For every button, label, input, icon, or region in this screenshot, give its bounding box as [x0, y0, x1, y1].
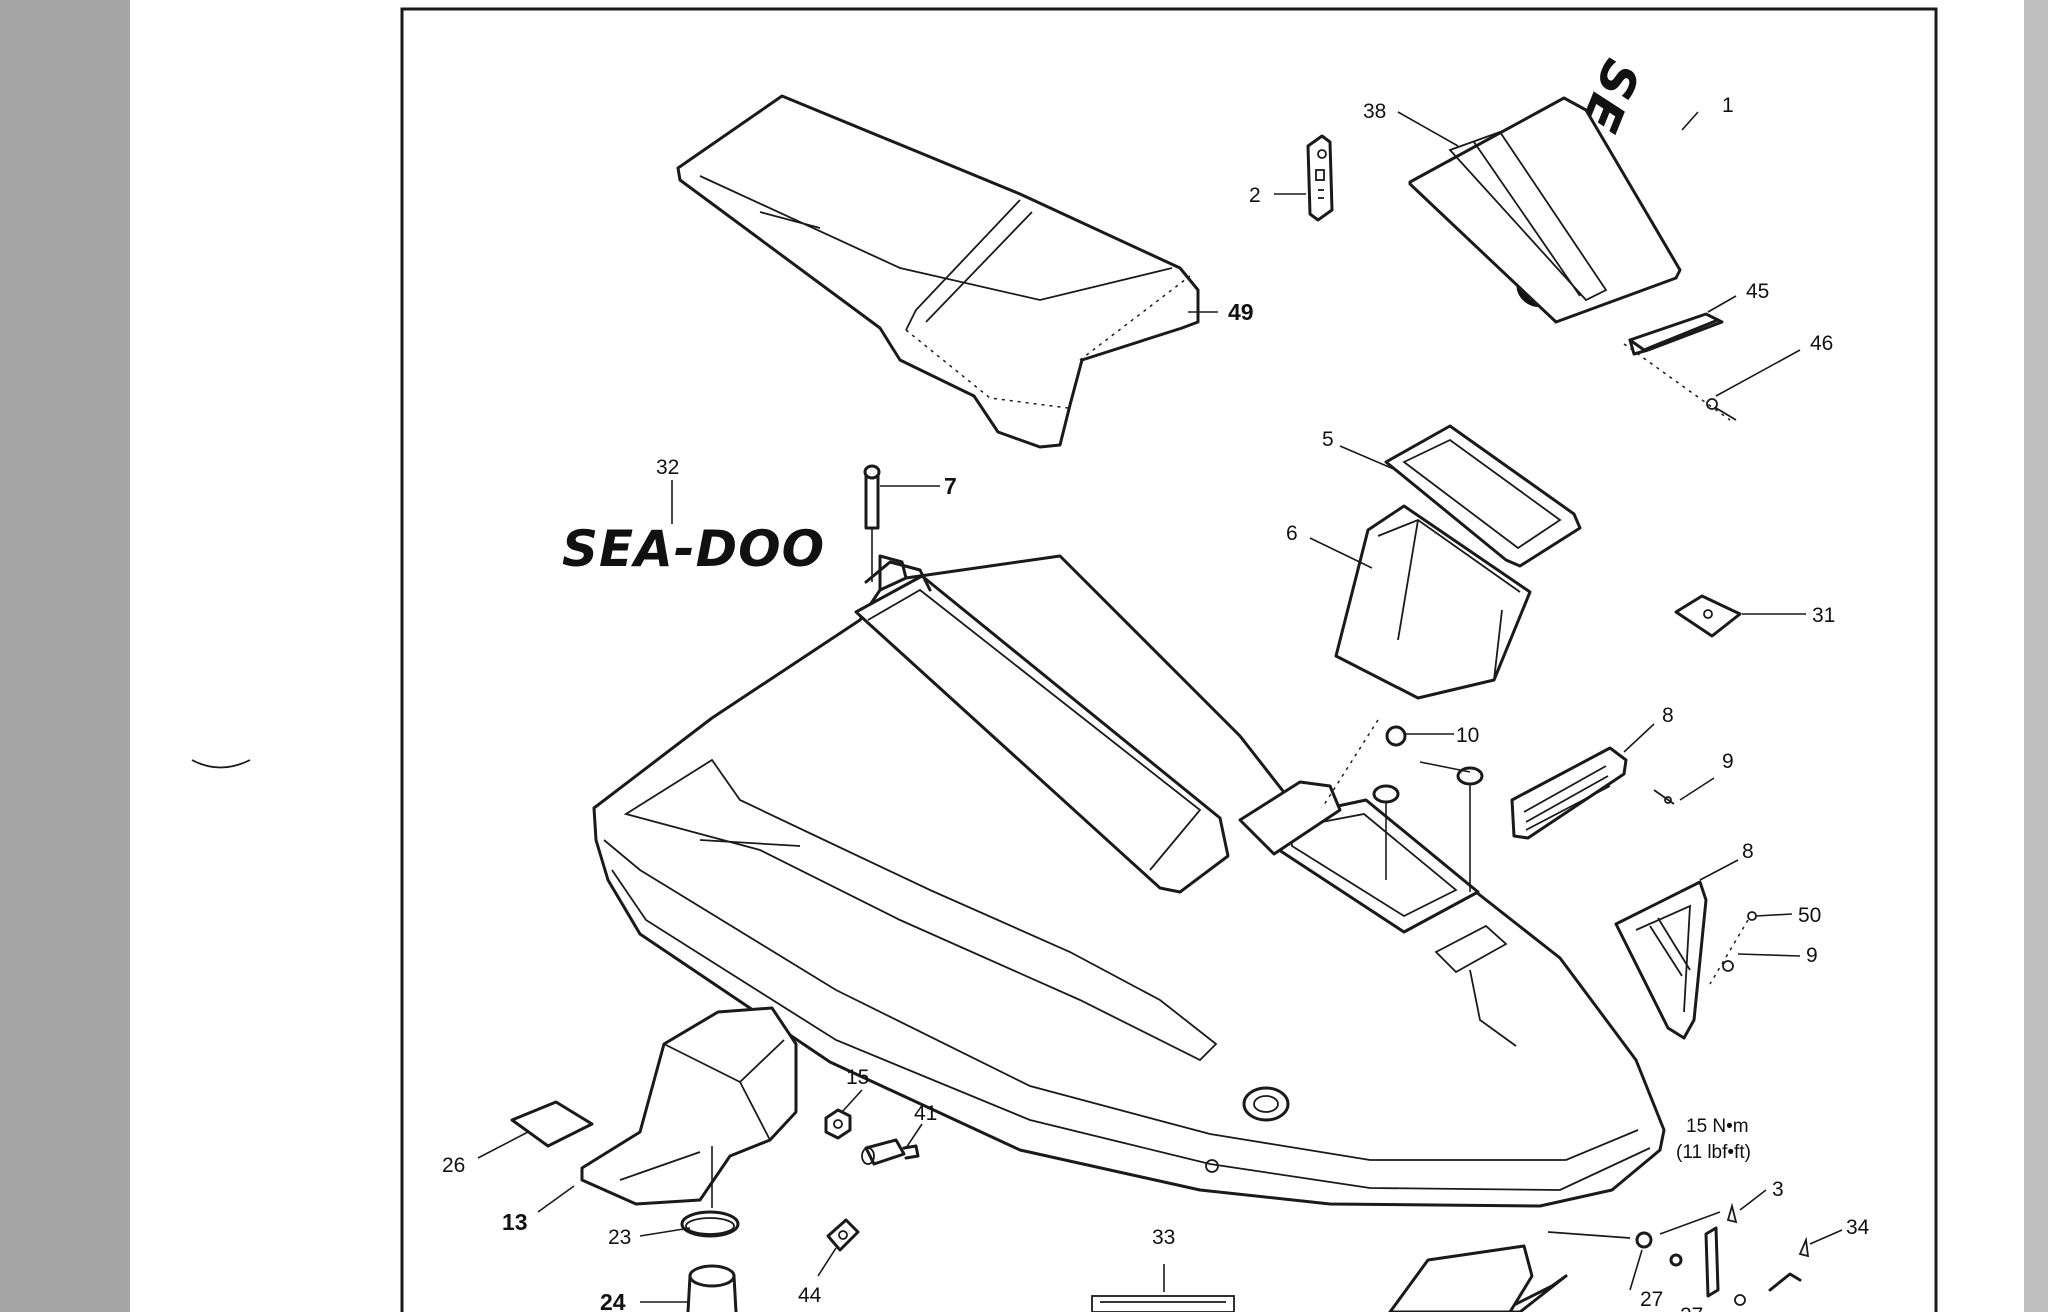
callout-15: 15 [846, 1066, 869, 1089]
storage-bin-6 [1334, 504, 1532, 700]
callout-13: 13 [502, 1209, 528, 1235]
callout-9-lower: 9 [1806, 944, 1818, 967]
front-hardware [1388, 1202, 1810, 1312]
storage-gasket-5 [1384, 424, 1582, 568]
decal-logo-text: SEA-DOO [562, 520, 825, 578]
pad-26 [510, 1100, 594, 1148]
fitting-41 [861, 1138, 920, 1166]
callout-44: 44 [798, 1284, 822, 1307]
grommet-10 [1321, 719, 1484, 892]
vent-grille-8-upper [1510, 746, 1628, 840]
callout-27: 27 [1640, 1288, 1663, 1311]
callout-50: 50 [1798, 904, 1821, 927]
vent-grille-8-lower [1614, 880, 1708, 1040]
key-part-2 [1306, 134, 1334, 222]
callout-3: 3 [1772, 1178, 1784, 1201]
pad-31 [1674, 594, 1742, 638]
callout-24: 24 [600, 1289, 626, 1312]
screw-9-upper [1653, 789, 1675, 805]
label-33 [1091, 1295, 1235, 1312]
callout-49: 49 [1228, 299, 1254, 325]
hose-24 [686, 1264, 738, 1312]
callout-5: 5 [1322, 428, 1334, 451]
storage-cover-38 [1408, 96, 1682, 324]
callout-27-second: 27 [1680, 1304, 1703, 1312]
latch-post-7 [863, 464, 881, 582]
nut-15 [824, 1108, 852, 1140]
callout-45: 45 [1746, 280, 1769, 303]
callout-33: 33 [1152, 1226, 1175, 1249]
callout-34: 34 [1846, 1216, 1870, 1239]
callout-38: 38 [1363, 100, 1386, 123]
clip-44 [826, 1218, 860, 1252]
callout-9-upper: 9 [1722, 750, 1734, 773]
callout-1: 1 [1722, 94, 1734, 117]
callout-23: 23 [608, 1226, 631, 1249]
callout-41: 41 [914, 1102, 937, 1125]
seat-part [676, 94, 1200, 449]
callout-6: 6 [1286, 522, 1298, 545]
intake-duct-13 [580, 1006, 798, 1206]
sea-doo-decal-32: SEA-DOO [562, 520, 825, 578]
callout-10: 10 [1456, 724, 1479, 747]
callout-26: 26 [442, 1154, 465, 1177]
callout-2: 2 [1249, 184, 1261, 207]
screw-9-lower [1709, 911, 1757, 985]
page-margin-mark [191, 759, 251, 769]
hull-body [592, 554, 1666, 1208]
callout-7: 7 [944, 473, 957, 499]
hose-clamp-23 [680, 1146, 740, 1238]
callout-8-lower: 8 [1742, 840, 1754, 863]
torque-spec-metric: 15 N•m [1686, 1116, 1749, 1137]
callout-46: 46 [1810, 332, 1833, 355]
torque-spec-imperial: (11 lbf•ft) [1676, 1142, 1751, 1163]
viewer-right-edge [2024, 0, 2048, 1312]
bracket-45 [1628, 312, 1724, 356]
diagram-border [400, 7, 1938, 1312]
callout-32: 32 [656, 456, 679, 479]
screw-46 [1623, 343, 1737, 421]
leader-lines [477, 111, 1843, 1303]
callout-31: 31 [1812, 604, 1835, 627]
callout-8-upper: 8 [1662, 704, 1674, 727]
callout-labels: 1 38 2 45 46 49 32 7 5 6 31 10 8 9 8 50 … [442, 94, 1870, 1312]
